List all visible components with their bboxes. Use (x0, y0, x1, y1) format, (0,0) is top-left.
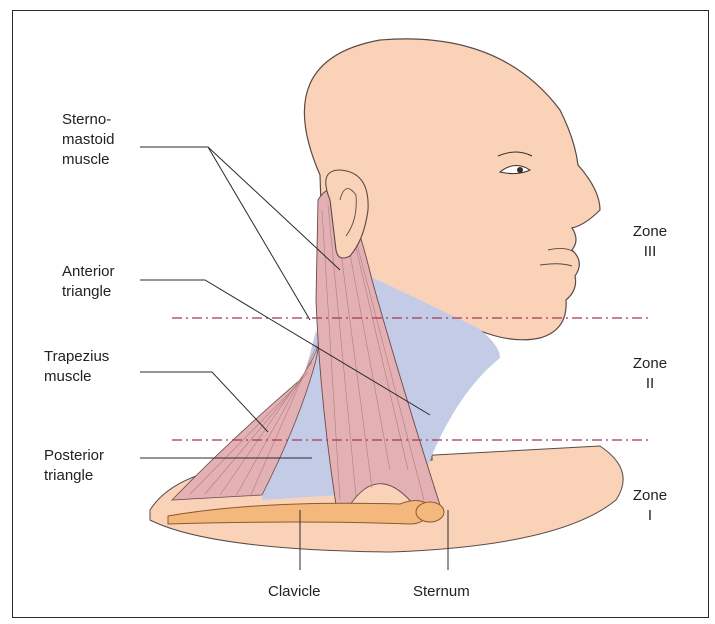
zone-2-label: Zone II (620, 354, 680, 394)
zone-1-label: Zone I (620, 486, 680, 526)
zone-3-label: Zone III (620, 222, 680, 262)
sternomastoid-label: Sterno- mastoid muscle (62, 110, 115, 170)
sternum-label: Sternum (413, 582, 470, 602)
anterior-triangle-label: Anterior triangle (62, 262, 115, 302)
trapezius-label: Trapezius muscle (44, 347, 109, 387)
clavicle-label: Clavicle (268, 582, 321, 602)
posterior-triangle-label: Posterior triangle (44, 446, 104, 486)
sternum-bone (416, 502, 444, 522)
